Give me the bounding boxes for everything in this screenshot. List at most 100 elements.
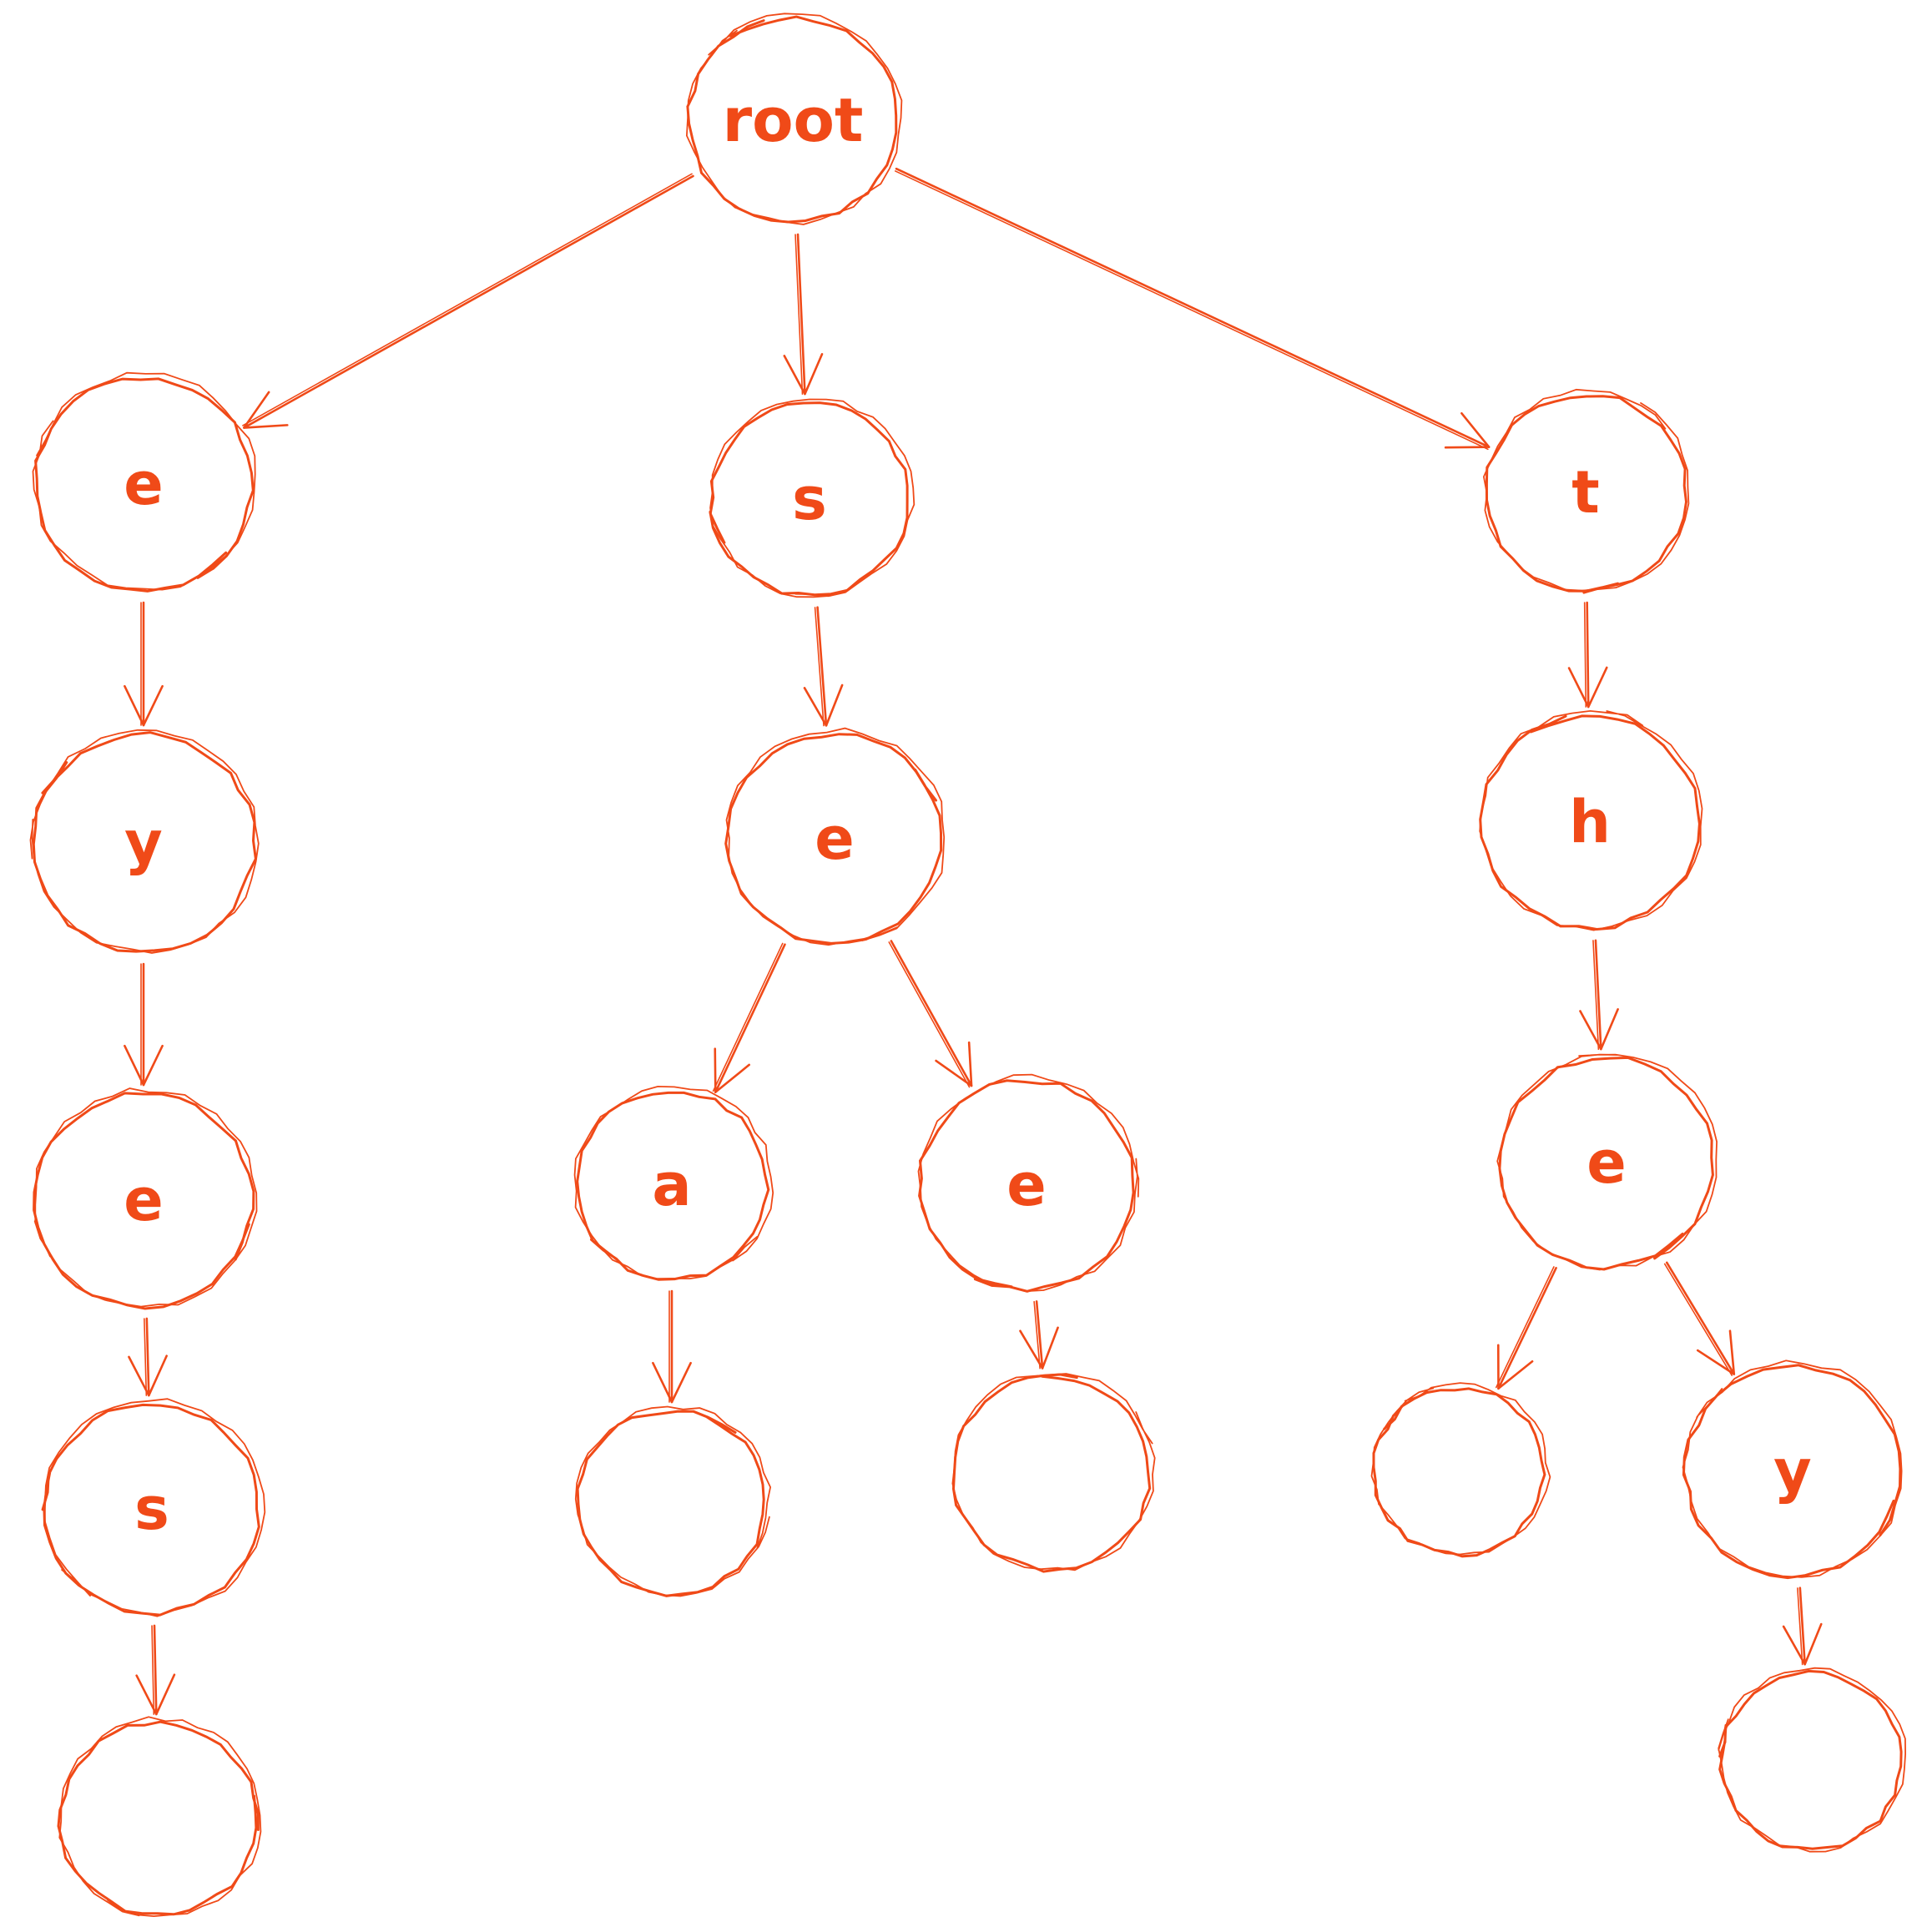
arrow-head-icon: [803, 684, 844, 727]
node-circle-outline-secondary: [709, 398, 916, 598]
node-circle-outline: [576, 1091, 770, 1281]
node-label: s: [792, 465, 827, 533]
arrow-head-icon: [714, 1047, 750, 1093]
node-circle-outline-secondary: [917, 1073, 1140, 1293]
edge-line-secondary: [1592, 940, 1600, 1051]
trie-node-y2: y: [1682, 1359, 1903, 1580]
trie-node-end1: [57, 1716, 262, 1918]
node-label: h: [1569, 788, 1611, 856]
node-circle-outline-secondary: [33, 1087, 258, 1308]
edge-line-secondary: [1495, 1266, 1555, 1389]
edges-layer: [124, 167, 1823, 1716]
arrow-head-icon: [135, 1673, 176, 1716]
trie-node-s1: s: [41, 1398, 266, 1617]
node-circle-outline: [724, 733, 943, 945]
node-label: e: [124, 450, 163, 518]
edge-line: [1665, 1261, 1736, 1375]
node-circle-outline-secondary: [43, 1398, 266, 1617]
trie-node-e3: e: [724, 727, 946, 946]
arrow-head-icon: [1567, 666, 1608, 709]
edge-line: [1586, 601, 1590, 709]
arrow-head-icon: [1444, 411, 1491, 449]
edge-line-secondary: [144, 1318, 148, 1396]
trie-edge-h1-e5: [1579, 939, 1619, 1051]
trie-node-y1: y: [29, 729, 260, 954]
node-circle-outline-secondary: [32, 371, 256, 591]
node-circle-outline: [1372, 1387, 1546, 1558]
arrow-head-icon: [1696, 1329, 1736, 1375]
node-circle-outline-secondary: [1682, 1359, 1903, 1578]
trie-edge-root-e1: [242, 173, 694, 429]
trie-node-end3: [951, 1373, 1156, 1573]
node-label: e: [1586, 1128, 1626, 1197]
arrow-head-icon: [1496, 1344, 1534, 1390]
edge-line: [796, 233, 806, 396]
arrow-head-icon: [128, 1354, 168, 1397]
trie-node-end2: [574, 1405, 772, 1597]
edge-line-secondary: [888, 941, 971, 1088]
trie-edge-e2-s1: [128, 1317, 168, 1397]
node-label: a: [652, 1151, 691, 1219]
node-circle-outline-secondary: [1718, 1667, 1907, 1853]
arrow-head-icon: [1579, 1007, 1619, 1051]
node-circle-outline: [1682, 1364, 1902, 1580]
node-circle-outline: [1718, 1669, 1903, 1850]
arrow-head-icon: [783, 353, 824, 396]
node-label: s: [134, 1475, 169, 1543]
edge-line: [1798, 1586, 1806, 1666]
edge-line: [816, 606, 828, 727]
arrow-head-icon: [1019, 1326, 1059, 1370]
node-circle-outline: [709, 401, 909, 597]
edge-line-secondary: [1663, 1263, 1733, 1376]
node-circle-outline-secondary: [725, 727, 946, 946]
trie-node-s2: s: [709, 398, 916, 598]
edge-line: [895, 167, 1491, 448]
trie-edge-s1-end1: [135, 1624, 176, 1716]
node-circle-outline: [1479, 714, 1701, 931]
trie-node-end4: [1370, 1382, 1551, 1558]
node-circle-outline: [57, 1720, 260, 1916]
trie-edge-y2-end5: [1782, 1586, 1823, 1666]
trie-node-e4: e: [917, 1073, 1140, 1293]
node-label: e: [1006, 1151, 1046, 1219]
node-circle-outline: [1498, 1056, 1714, 1271]
node-circle-outline: [34, 377, 255, 593]
node-circle-outline-secondary: [573, 1085, 774, 1280]
node-circle-outline-secondary: [58, 1716, 262, 1918]
edge-line: [1035, 1300, 1044, 1370]
node-label: e: [815, 805, 854, 873]
edge-line-secondary: [814, 607, 825, 727]
trie-edge-e5-end4: [1495, 1266, 1557, 1390]
edge-line: [1497, 1266, 1557, 1390]
edge-line: [145, 1317, 150, 1397]
edge-line-secondary: [1033, 1300, 1041, 1370]
trie-edge-root-t1: [894, 167, 1491, 451]
edge-line-secondary: [151, 1625, 155, 1715]
edge-line-secondary: [794, 234, 804, 396]
trie-edge-e1-y1: [124, 601, 164, 727]
edge-line: [243, 174, 694, 429]
arrow-head-icon: [935, 1041, 973, 1087]
node-circle-outline-secondary: [1479, 709, 1703, 931]
edge-line: [714, 943, 786, 1093]
node-circle-outline-secondary: [29, 729, 260, 954]
edge-line-secondary: [242, 173, 693, 426]
edge-line: [1594, 939, 1602, 1051]
node-label: root: [723, 85, 864, 155]
edge-line-secondary: [1583, 602, 1587, 708]
edge-line: [890, 940, 973, 1087]
trie-edge-y1-e2: [124, 962, 164, 1087]
arrow-head-icon: [1782, 1622, 1823, 1666]
node-circle-outline: [41, 1403, 260, 1617]
trie-edge-a1-end2: [652, 1289, 692, 1404]
trie-node-e2: e: [33, 1087, 258, 1310]
node-circle-outline: [951, 1373, 1152, 1573]
trie-node-e1: e: [32, 371, 256, 593]
node-label: e: [124, 1166, 163, 1234]
trie-edge-s2-e3: [803, 606, 844, 727]
arrow-head-icon: [243, 391, 289, 429]
trie-node-root: root: [685, 13, 903, 225]
edge-line: [153, 1624, 158, 1716]
